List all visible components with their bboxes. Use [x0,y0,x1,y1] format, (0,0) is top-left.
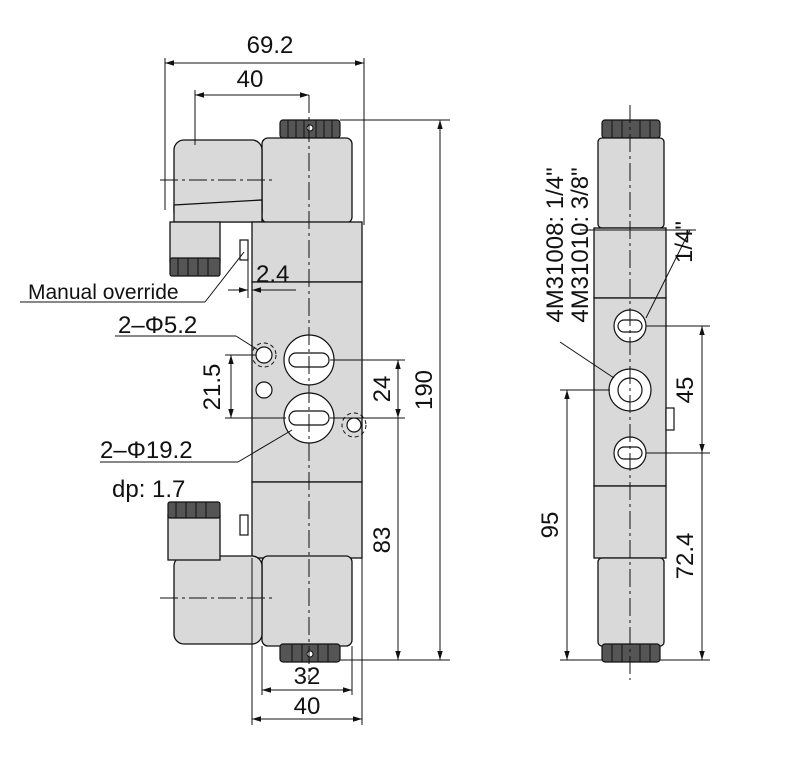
front-bottom-solenoid [160,501,353,663]
dim-overall-height: 190 [411,370,438,410]
side-override [665,407,675,431]
dim-side-port-height: 72.4 [672,533,699,580]
front-view: 69.2 40 2.4 Manual override 2–Φ5.2 2–Φ19… [20,32,450,725]
side-top-cap [601,119,661,139]
side-bottom-solenoid [597,557,665,647]
dim-body-width-top: 40 [237,66,264,93]
dim-bottom-width-inner: 32 [294,663,321,690]
dim-side-lower-height: 95 [537,512,564,539]
label-depth: dp: 1.7 [112,476,185,503]
side-dimension-lines [559,229,710,661]
front-body [239,221,363,559]
dim-override-offset: 2.4 [256,261,289,288]
label-side-thread: 1/4" [671,221,698,263]
dim-overall-width: 69.2 [247,32,294,59]
front-dimension-lines [20,58,450,725]
label-model-1008: 4M31008: 1/4" [542,167,569,322]
label-small-holes: 2–Φ5.2 [118,312,197,339]
dim-side-port-spacing: 45 [672,377,699,404]
side-top-solenoid [597,137,665,229]
dim-bottom-width-outer: 40 [294,693,321,720]
side-view: 4M31008: 1/4" 4M31010: 3/8" 1/4" 45 95 7… [537,105,710,680]
front-top-cap [279,119,341,139]
label-model-1010: 4M31010: 3/8" [567,167,594,322]
front-top-solenoid [160,137,353,277]
dim-port-spacing: 24 [369,376,396,403]
dim-hole-spacing: 21.5 [199,364,226,411]
side-bottom-cap [601,643,661,663]
label-manual-override: Manual override [28,281,179,304]
label-large-holes: 2–Φ19.2 [100,437,193,464]
dim-lower-height: 83 [369,527,396,554]
